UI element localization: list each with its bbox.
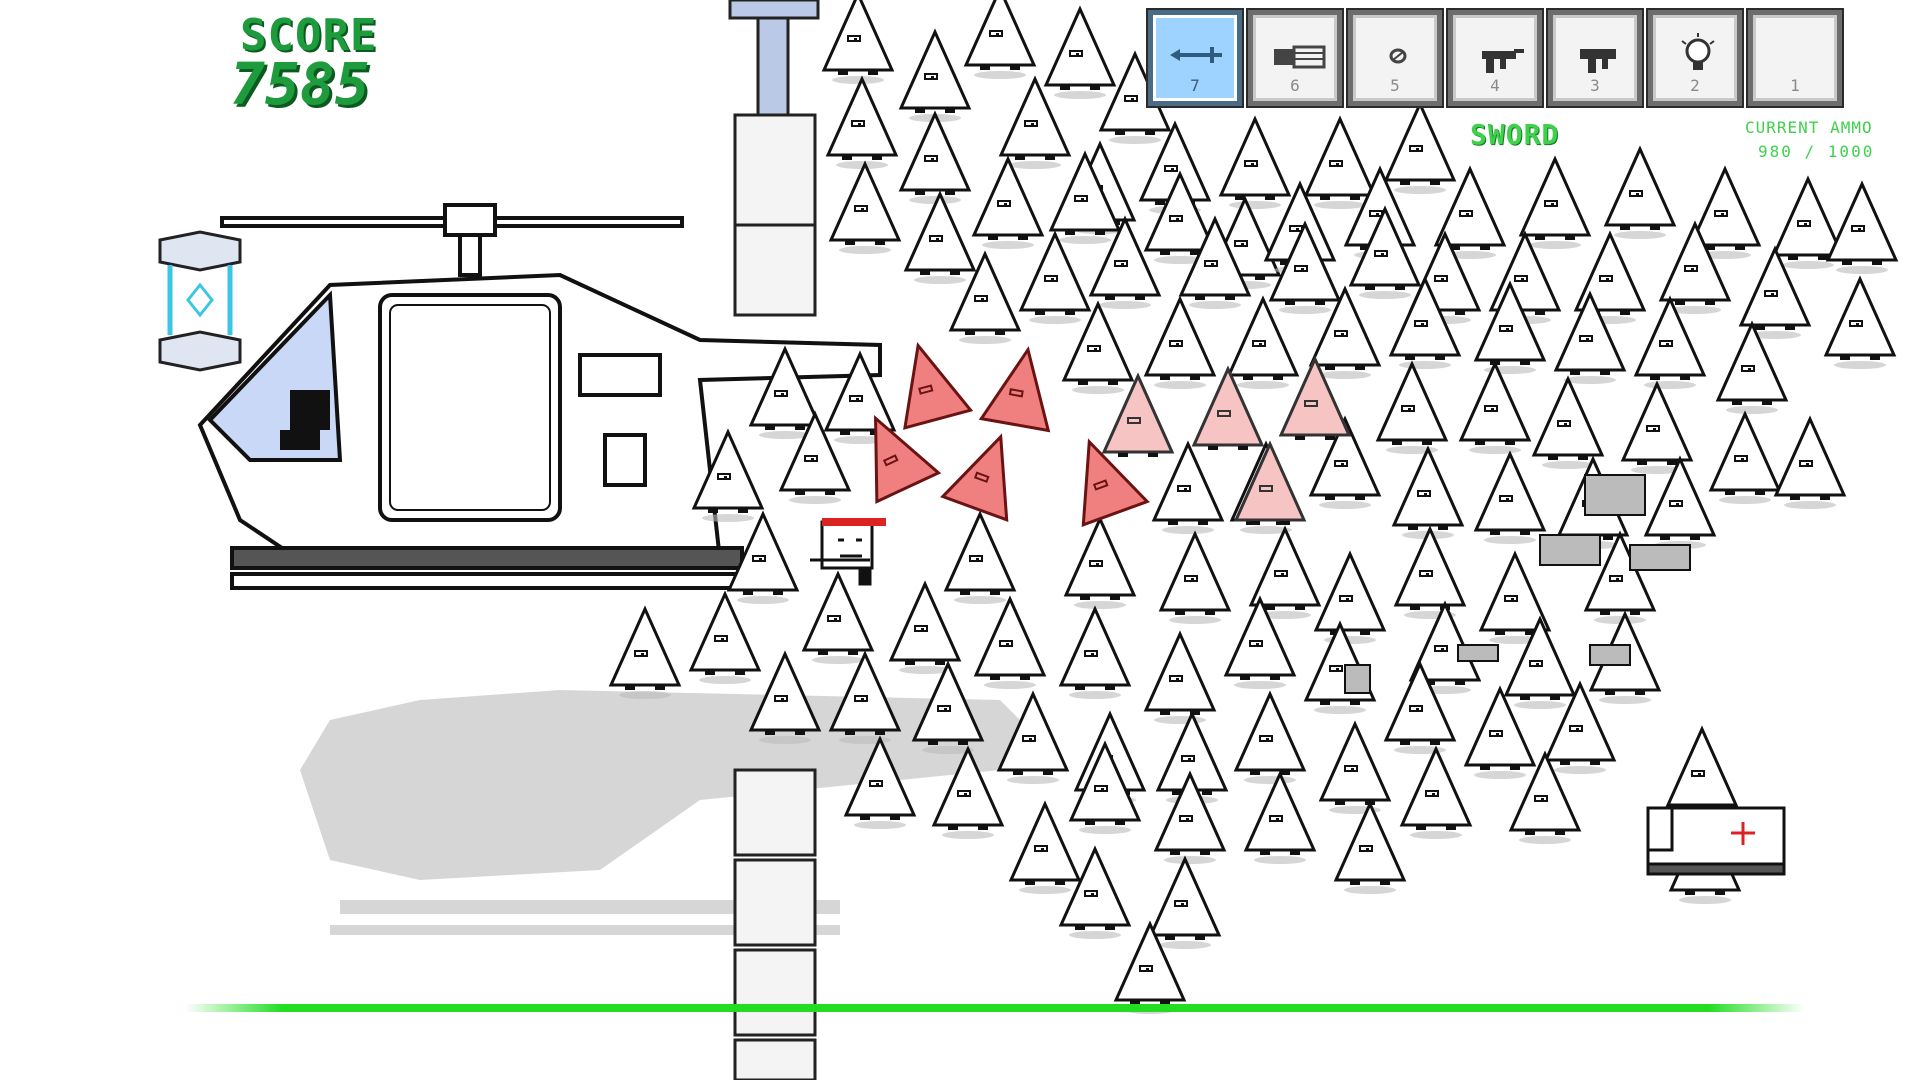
player-character	[810, 518, 886, 586]
weapon-hotbar: 7 6 5 4	[1146, 8, 1844, 108]
score-value: 7585	[230, 50, 370, 118]
pillar-top	[728, 0, 820, 317]
hotbar-slot-4[interactable]: 4	[1446, 8, 1544, 108]
helicopter	[197, 203, 882, 590]
grenade-icon	[1389, 48, 1407, 64]
ground-line	[185, 1004, 1805, 1012]
lightbulb-icon	[1681, 33, 1715, 70]
score-label: SCORE	[240, 10, 378, 61]
hotbar-slot-1[interactable]: 1	[1746, 8, 1844, 108]
rifle-icon	[1482, 49, 1524, 73]
current-ammo-value: 980 / 1000	[1758, 142, 1875, 161]
hotbar-slot-2[interactable]: 2	[1646, 8, 1744, 108]
weapon-pickups[interactable]	[1344, 474, 1691, 694]
hotbar-slot-7[interactable]: 7	[1146, 8, 1244, 108]
slot-number: 5	[1390, 76, 1400, 95]
hotbar-slot-3[interactable]: 3	[1546, 8, 1644, 108]
current-weapon-name: SWORD	[1470, 118, 1560, 151]
slot-number: 4	[1490, 76, 1500, 95]
empty-slot-icon	[1768, 29, 1828, 79]
sword-icon	[1170, 47, 1222, 63]
hotbar-slot-5[interactable]: 5	[1346, 8, 1444, 108]
hotbar-slot-6[interactable]: 6	[1246, 8, 1344, 108]
smg-icon	[1580, 49, 1616, 73]
minigun-icon	[1274, 45, 1326, 69]
slot-number: 7	[1190, 76, 1200, 95]
ambulance-health-pickup[interactable]	[1646, 806, 1786, 876]
hourglass-powerup[interactable]	[158, 230, 242, 372]
pillar-bottom	[733, 768, 817, 1080]
slot-number: 6	[1290, 76, 1300, 95]
slot-number: 3	[1590, 76, 1600, 95]
slot-number: 2	[1690, 76, 1700, 95]
current-ammo-label: CURRENT AMMO	[1745, 118, 1873, 137]
slot-number: 1	[1790, 76, 1800, 95]
